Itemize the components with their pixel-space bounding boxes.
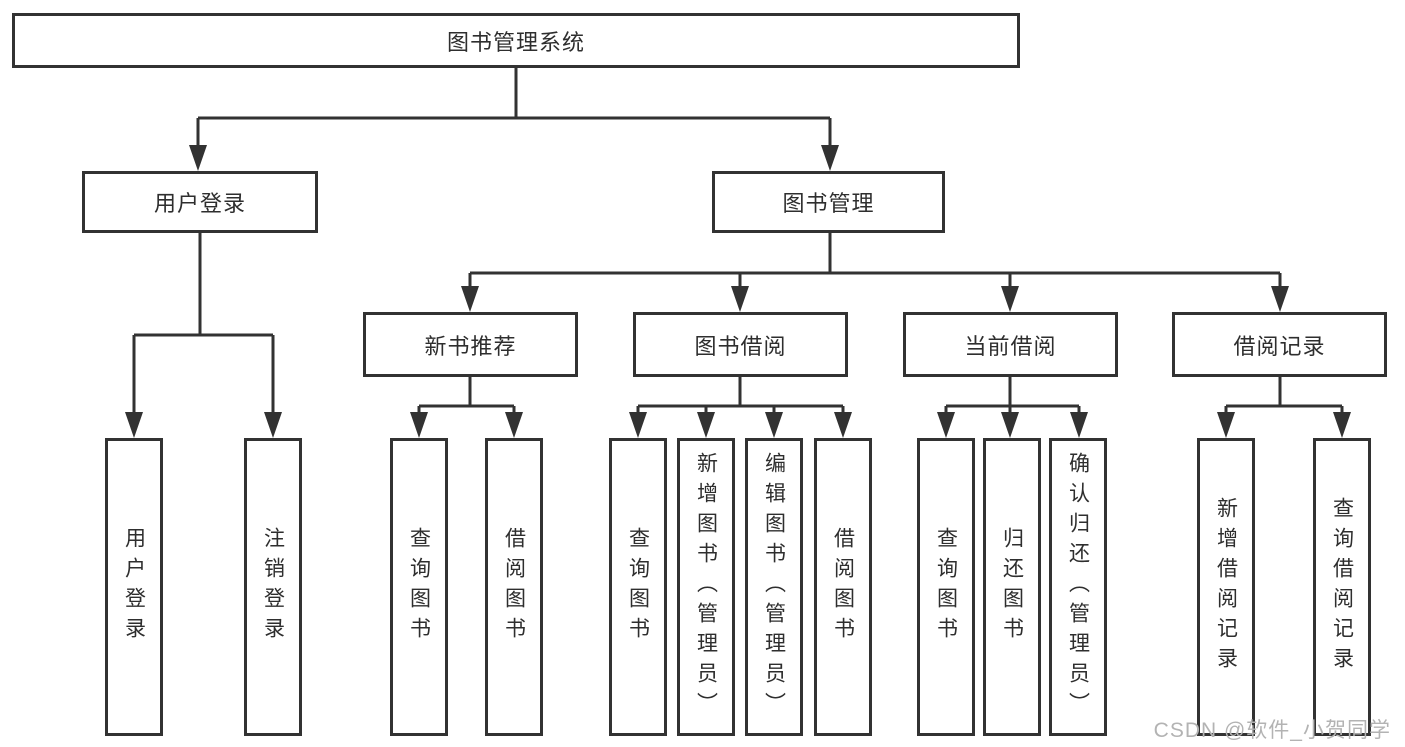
leaf-add-borrow-record: 新增借阅记录 xyxy=(1197,438,1255,736)
connector-login-to-leaves xyxy=(132,233,275,418)
node-label: 新增借阅记录 xyxy=(1214,497,1238,677)
node-label: 借阅图书 xyxy=(831,527,855,647)
node-user-login: 用户登录 xyxy=(82,171,318,233)
leaf-query-books-current: 查询图书 xyxy=(917,438,975,736)
leaf-confirm-return-admin: 确认归还（管理员） xyxy=(1049,438,1107,736)
leaf-add-book-admin: 新增图书（管理员） xyxy=(677,438,735,736)
node-current-borrow: 当前借阅 xyxy=(903,312,1118,377)
connector-current-to-leaves xyxy=(944,377,1081,418)
node-label: 用户登录 xyxy=(153,191,246,216)
node-label: 新增图书（管理员） xyxy=(694,452,718,722)
node-label: 编辑图书（管理员） xyxy=(762,452,786,722)
node-book-borrow: 图书借阅 xyxy=(633,312,848,377)
node-label: 归还图书 xyxy=(1000,527,1024,647)
node-label: 借阅记录 xyxy=(1233,333,1326,359)
node-label: 当前借阅 xyxy=(964,333,1057,359)
node-label: 注销登录 xyxy=(261,527,285,647)
leaf-query-books-recommend: 查询图书 xyxy=(390,438,448,736)
node-label: 借阅图书 xyxy=(502,527,526,647)
node-label: 查询图书 xyxy=(934,527,958,647)
node-label: 查询图书 xyxy=(626,527,650,647)
node-new-book-recommend: 新书推荐 xyxy=(363,312,578,377)
leaf-borrow-books-recommend: 借阅图书 xyxy=(485,438,543,736)
node-library-system: 图书管理系统 xyxy=(12,13,1020,68)
connector-root-to-level2 xyxy=(196,68,832,151)
connector-management-to-level3 xyxy=(468,233,1282,292)
node-label: 图书借阅 xyxy=(694,333,787,359)
node-label: 确认归还（管理员） xyxy=(1066,452,1090,722)
leaf-edit-book-admin: 编辑图书（管理员） xyxy=(745,438,803,736)
leaf-logout: 注销登录 xyxy=(244,438,302,736)
node-label: 图书管理 xyxy=(782,191,875,216)
leaf-query-borrow-record: 查询借阅记录 xyxy=(1313,438,1371,736)
connector-recommend-to-leaves xyxy=(417,377,516,418)
leaf-borrow-books: 借阅图书 xyxy=(814,438,872,736)
leaf-query-books-borrow: 查询图书 xyxy=(609,438,667,736)
node-label: 查询图书 xyxy=(407,527,431,647)
connector-borrow-to-leaves xyxy=(636,377,845,418)
node-label: 查询借阅记录 xyxy=(1330,497,1354,677)
csdn-watermark: CSDN @软件_小贺同学 xyxy=(1153,719,1391,742)
leaf-user-login: 用户登录 xyxy=(105,438,163,736)
leaf-return-book: 归还图书 xyxy=(983,438,1041,736)
node-label: 用户登录 xyxy=(122,527,146,647)
node-book-management: 图书管理 xyxy=(712,171,945,233)
node-borrow-records: 借阅记录 xyxy=(1172,312,1387,377)
node-label: 图书管理系统 xyxy=(446,29,585,55)
arrowheads xyxy=(125,145,1351,438)
node-label: 新书推荐 xyxy=(424,333,517,359)
connector-records-to-leaves xyxy=(1224,377,1344,418)
